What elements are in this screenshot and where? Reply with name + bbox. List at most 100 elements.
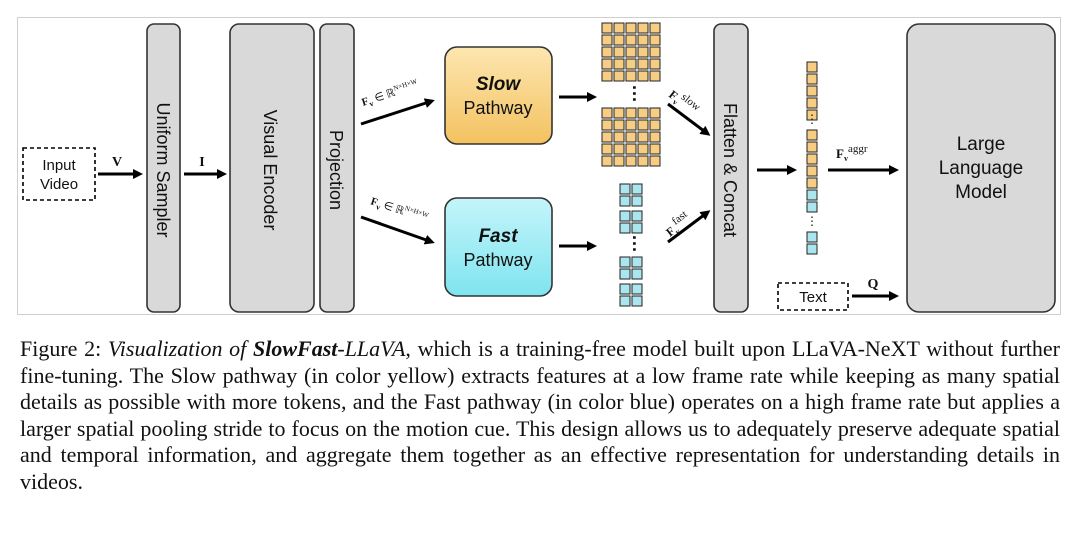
flat-slow-token [806,141,818,153]
fast-token [619,256,631,268]
flattened-token-column: ⋮⋮ [806,61,818,255]
fast-pathway-title: Fast [478,226,518,247]
flat-fast-token [806,201,818,213]
slow-token [625,107,637,119]
flat-slow-token [806,61,818,73]
slow-token [613,22,625,34]
slow-token [601,119,613,131]
slow-token [637,70,649,82]
flat-slow-token [806,153,818,165]
slow-token [637,58,649,70]
slow-token [649,131,661,143]
slow-token [613,143,625,155]
slow-token [649,107,661,119]
fast-token [631,195,643,207]
projection-block [319,23,355,313]
slow-token-grid-top [601,22,661,82]
caption-title-a: Visualization of [107,336,253,361]
text-input-label: Text [799,289,827,306]
llm-label-2: Language [939,158,1024,179]
slow-token [637,107,649,119]
slow-token [637,155,649,167]
fast-pathway-block [444,197,553,297]
fast-token [631,222,643,234]
input-video-label-2: Video [40,176,78,193]
slow-pathway-title: Slow [476,74,522,95]
f-aggr-label: Fvaggr [836,143,868,163]
slow-pathway-block [444,46,553,145]
slow-token [613,155,625,167]
flat-slow-token [806,85,818,97]
slow-token [613,58,625,70]
flatten-concat-block [713,23,749,313]
slow-token [637,46,649,58]
projection-label: Projection [326,130,346,210]
fast-token [619,295,631,307]
fv-upper-label: Fv ∈ ℝN×H×W [360,77,422,111]
figure-caption: Figure 2: Visualization of SlowFast-LLaV… [20,336,1060,495]
fast-token-grid [619,183,643,307]
flat-fast-token [806,243,818,255]
slow-token [613,34,625,46]
caption-title-b: Slow [252,336,298,361]
fast-token [631,183,643,195]
fast-token [619,283,631,295]
slow-pathway-subtitle: Pathway [463,98,532,118]
slow-token [625,70,637,82]
slow-token [649,143,661,155]
caption-body: , which is a training-free model built u… [20,336,1060,494]
slow-token [613,70,625,82]
slow-token [649,22,661,34]
slow-token [637,34,649,46]
slow-token [649,119,661,131]
slow-token [625,34,637,46]
fast-grid-ellipsis: ··· [624,235,644,253]
fast-token [631,283,643,295]
slow-token [625,143,637,155]
fast-token [619,183,631,195]
flat-fast-token [806,231,818,243]
uniform-sampler-block [146,23,181,313]
slow-token [613,131,625,143]
llm-label-1: Large [957,134,1006,155]
slow-token [637,131,649,143]
slow-token [601,70,613,82]
flat-slow-token [806,73,818,85]
fast-token [631,210,643,222]
arrow-to-fast [360,215,435,245]
flatten-concat-label: Flatten & Concat [720,103,740,237]
slow-token [649,155,661,167]
slow-token [601,143,613,155]
fast-pathway-subtitle: Pathway [463,250,532,270]
slow-token [625,46,637,58]
arrow-slow-to-concat [667,102,711,136]
text-input-box [777,282,849,311]
slow-token [601,46,613,58]
slow-token [625,22,637,34]
caption-title-d: -LLaVA [337,336,406,361]
slow-token [613,107,625,119]
slow-token [601,34,613,46]
slow-token [613,46,625,58]
visual-encoder-label: Visual Encoder [260,110,280,231]
flat-slow-token [806,97,818,109]
slow-token [601,131,613,143]
caption-prefix: Figure 2: [20,336,108,361]
flat-ellipsis-upper: ⋮ [806,112,818,126]
fast-token [631,295,643,307]
label-q: Q [868,277,879,292]
slow-token [625,119,637,131]
flat-slow-token [806,129,818,141]
flat-ellipsis-lower: ⋮ [806,214,818,228]
llm-block [906,23,1056,313]
arrow-to-slow [360,98,435,126]
input-video-box [22,147,96,201]
visual-encoder-block [229,23,315,313]
slow-token [625,131,637,143]
label-v: V [112,155,122,170]
fast-token [619,195,631,207]
fast-token [619,210,631,222]
svg-text:Fv ∈ ℝN×H×W: Fv ∈ ℝN×H×W [360,77,422,111]
fast-token [619,222,631,234]
slow-token [637,119,649,131]
